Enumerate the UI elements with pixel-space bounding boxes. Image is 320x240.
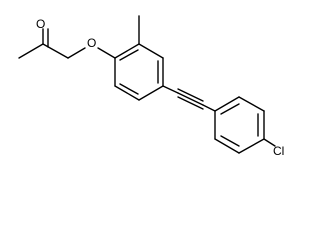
alkyne-triple-1	[177, 88, 204, 102]
ring1-inner-3	[119, 49, 139, 61]
ring2-inner-1	[220, 103, 240, 115]
ring1-inner-1	[119, 83, 139, 95]
bond-methyl-carbonyl	[18, 43, 44, 59]
structure-diagram: O O Cl	[18, 15, 284, 158]
ring2-bond-d	[238, 138, 265, 154]
ring1-bond-e	[138, 43, 164, 59]
ring1-bond-b	[114, 85, 140, 101]
ring2-bond-b	[238, 96, 265, 112]
ring2-bond-a	[214, 96, 240, 112]
ring2-bond-e	[214, 138, 240, 154]
alkyne-triple-3	[177, 96, 204, 110]
molecule-drawing: O O Cl	[18, 15, 284, 158]
bond-ring-chlorine	[263, 138, 276, 147]
bond-ch2-oxygen	[67, 47, 86, 59]
bond-oxygen-ring	[97, 47, 116, 59]
ring1-bond-f	[114, 43, 140, 59]
alkyne-single-left	[162, 85, 179, 94]
atom-oxygen-ether: O	[87, 36, 96, 50]
bond-carbonyl-ch2	[42, 43, 69, 59]
atom-oxygen-carbonyl: O	[36, 17, 45, 31]
ring2-inner-3	[220, 135, 240, 147]
alkyne-triple-2	[177, 92, 204, 106]
alkyne-single-right	[202, 104, 216, 112]
ring1-bond-c	[138, 85, 164, 101]
atom-chlorine: Cl	[273, 144, 284, 158]
